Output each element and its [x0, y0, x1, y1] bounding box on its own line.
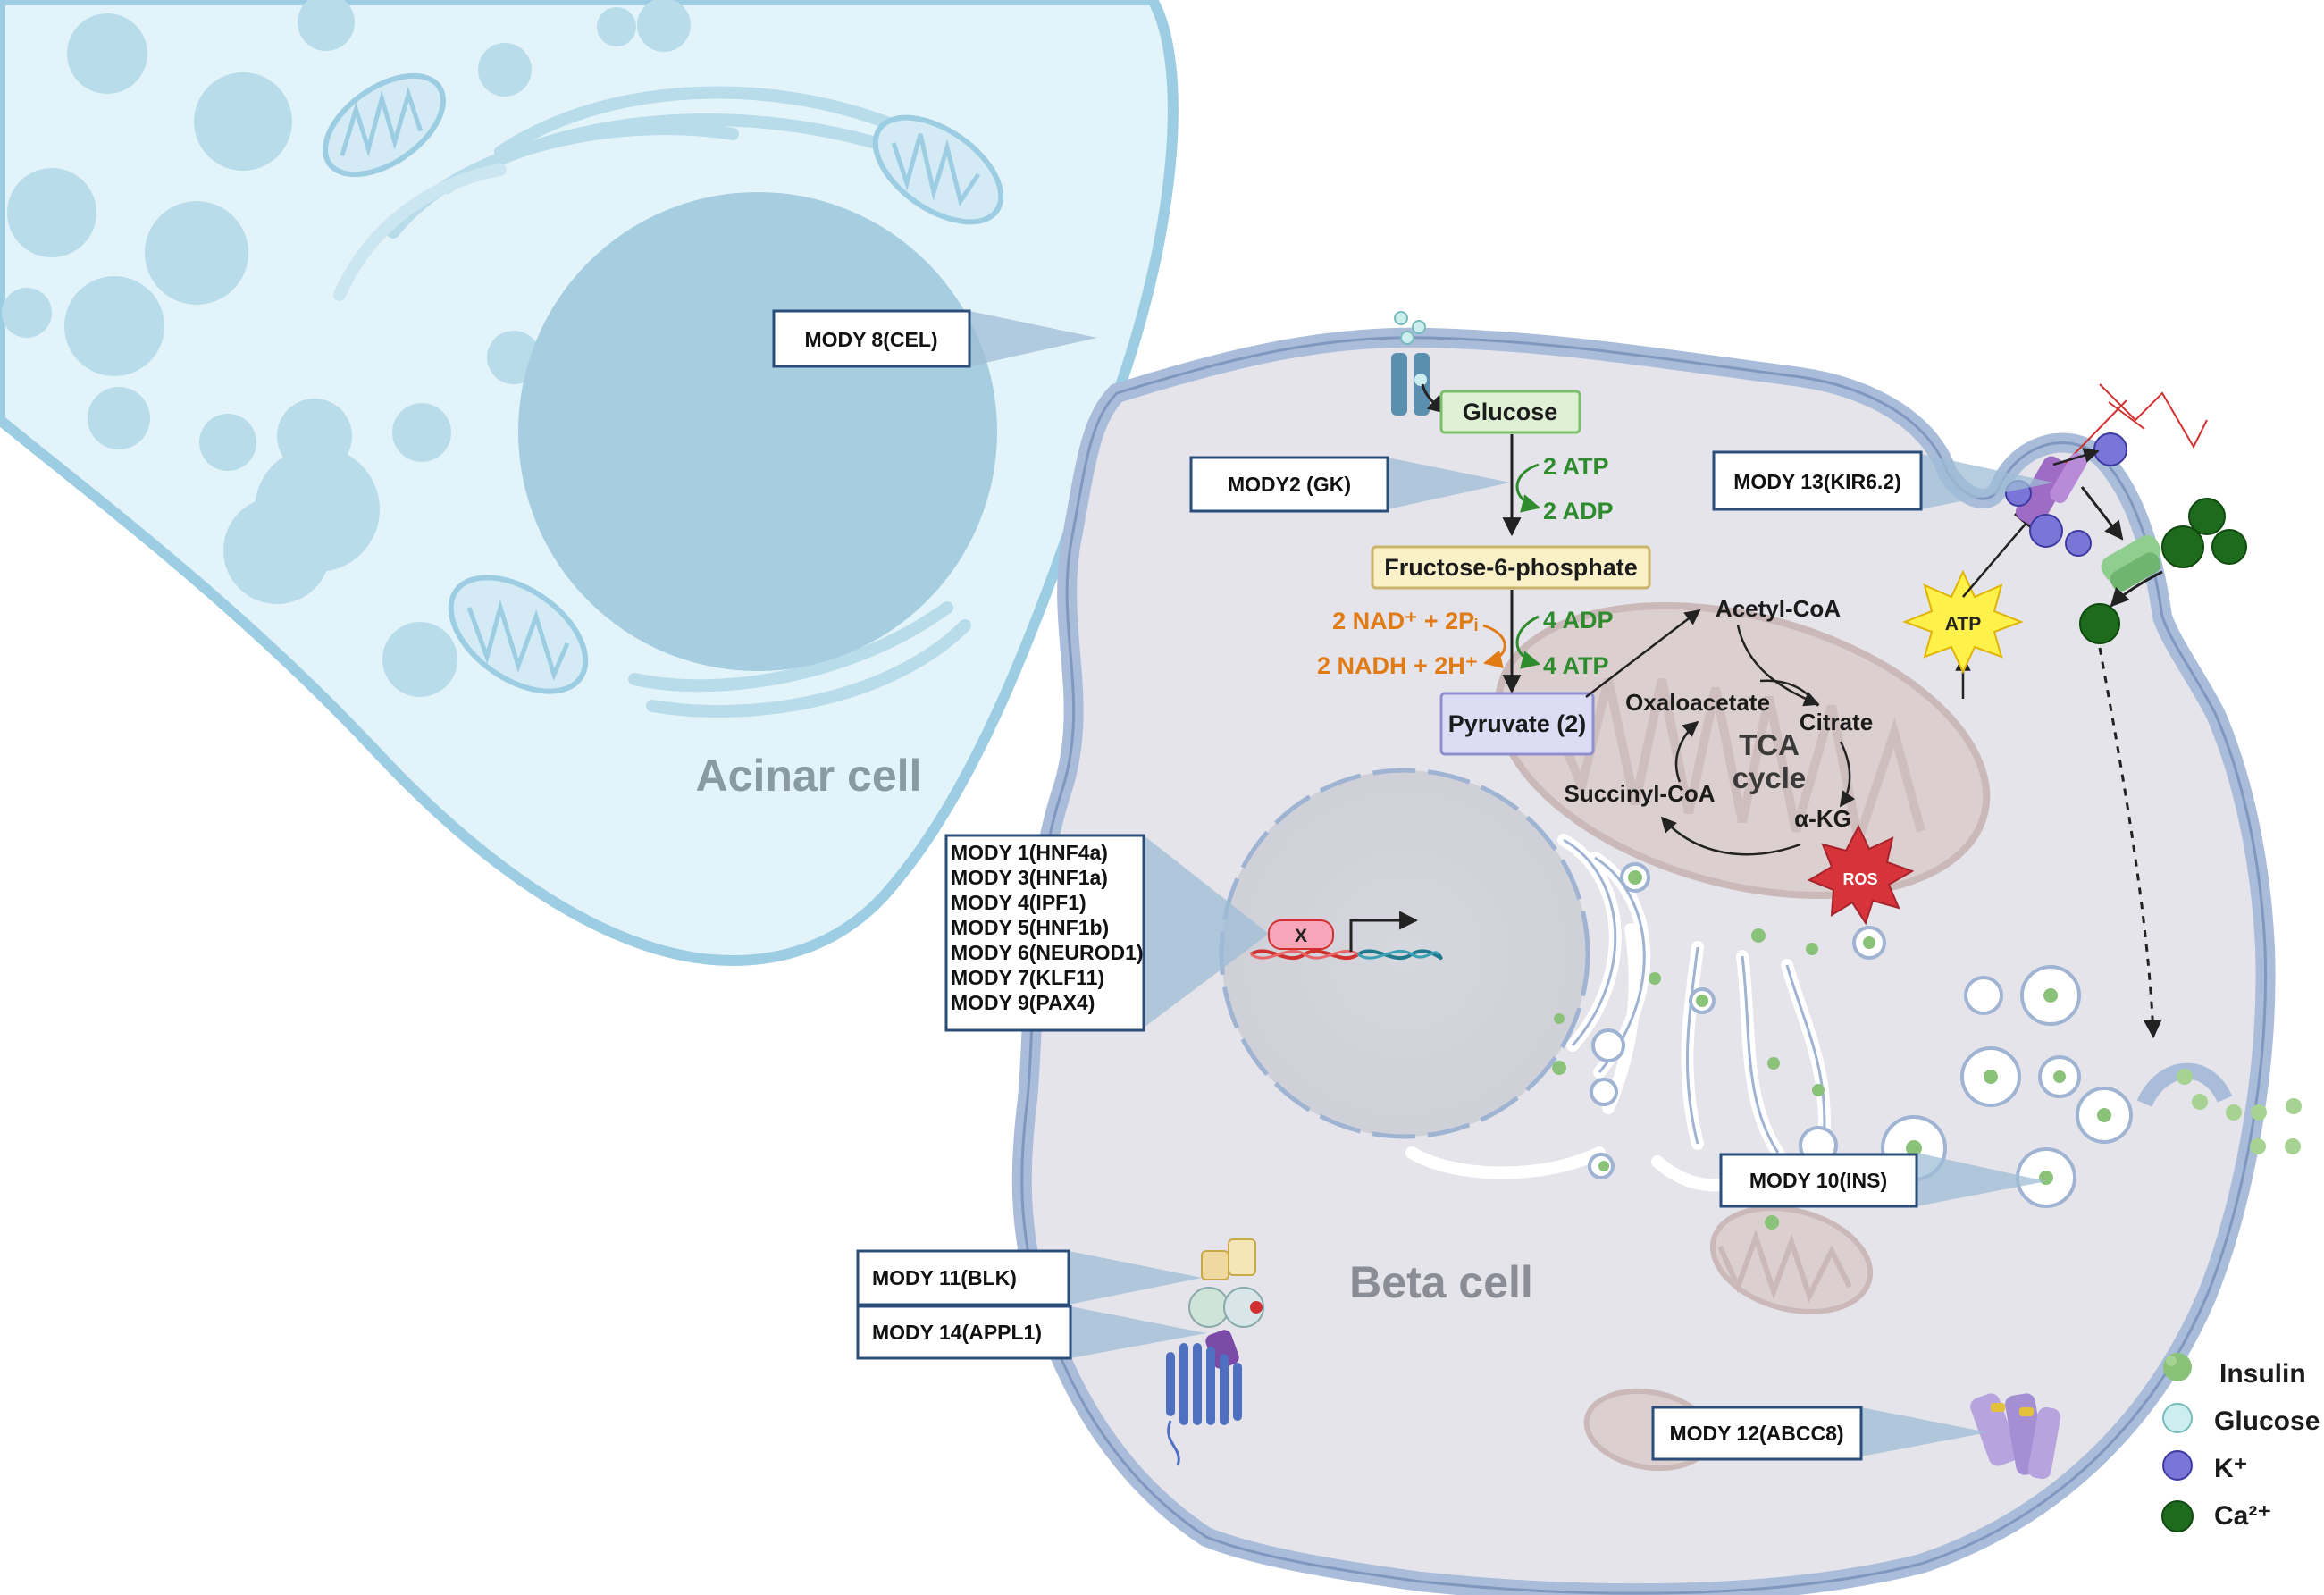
legend-item-glucose: Glucose [2162, 1403, 2320, 1436]
tca-cycle: Acetyl-CoA Oxaloacetate Citrate TCA cycl… [1564, 595, 1873, 856]
blk-appl1-proteins [1166, 1238, 1264, 1466]
legend: Insulin Glucose K⁺ Ca²⁺ [2161, 1353, 2320, 1532]
succinyl-coa-label: Succinyl-CoA [1564, 780, 1715, 807]
tf-x-label: X [1295, 926, 1307, 946]
calcium-icon [2161, 1500, 2194, 1532]
adp-consumed: 4 ADP [1543, 607, 1614, 634]
mody11-label: MODY 11(BLK) [872, 1266, 1017, 1289]
legend-item-potassium: K⁺ [2162, 1450, 2248, 1483]
legend-item-calcium: Ca²⁺ [2161, 1500, 2271, 1532]
atp-star-label: ATP [1945, 614, 1981, 634]
mody8-callout: MODY 8(CEL) [772, 309, 1097, 368]
oxaloacetate-label: Oxaloacetate [1625, 689, 1770, 716]
mody12-label: MODY 12(ABCC8) [1669, 1422, 1843, 1445]
dna-transcription: X [1249, 911, 1443, 961]
legend-label: Ca²⁺ [2214, 1501, 2271, 1531]
adp-produced: 2 ADP [1543, 498, 1614, 525]
nadh-text: 2 NADH + 2H⁺ [1317, 652, 1478, 679]
legend-label: K⁺ [2214, 1454, 2248, 1483]
acinar-er [333, 86, 971, 718]
atp-consumed: 2 ATP [1543, 453, 1609, 480]
f6p-text: Fructose-6-phosphate [1384, 554, 1638, 581]
acinar-nucleus [518, 192, 997, 671]
tca-title-line1: TCA [1739, 728, 1800, 761]
mody11-callout: MODY 11(BLK) [856, 1249, 1202, 1306]
mody2-callout: MODY2 (GK) [1189, 456, 1510, 513]
mody2-label: MODY2 (GK) [1228, 473, 1351, 496]
insulin-granules [1552, 862, 2302, 1230]
acinar-mitochondria [323, 72, 1004, 694]
tca-title-line2: cycle [1733, 761, 1807, 794]
atp-burst: ATP [1902, 512, 2038, 699]
legend-label: Glucose [2214, 1406, 2320, 1436]
sur1-protein [1970, 1393, 2061, 1480]
mody-tf-item: MODY 3(HNF1a) [951, 866, 1108, 889]
acinar-vesicles [2, 0, 691, 697]
atp-produced: 4 ATP [1543, 652, 1609, 679]
beta-cell-label: Beta cell [1349, 1257, 1533, 1307]
mody10-callout: MODY 10(INS) [1719, 1153, 2046, 1208]
f6p-box [1371, 545, 1651, 590]
mody13-label: MODY 13(KIR6.2) [1733, 470, 1900, 493]
mody13-callout: MODY 13(KIR6.2) [1712, 450, 2053, 511]
mody14-label: MODY 14(APPL1) [872, 1321, 1042, 1344]
mody14-callout: MODY 14(APPL1) [856, 1305, 1206, 1360]
mody-tf-item: MODY 7(KLF11) [951, 966, 1104, 989]
mody-tf-item: MODY 5(HNF1b) [951, 916, 1109, 939]
katp-channel [2005, 383, 2208, 557]
mody8-label: MODY 8(CEL) [804, 328, 937, 351]
acetyl-coa-label: Acetyl-CoA [1716, 595, 1841, 622]
mody-tf-item: MODY 1(HNF4a) [951, 841, 1108, 864]
potassium-icon [2162, 1450, 2193, 1481]
pyruvate-box [1439, 692, 1595, 756]
mody-tf-callout: MODY 1(HNF4a) MODY 3(HNF1a) MODY 4(IPF1)… [944, 834, 1269, 1032]
acinar-cell-label: Acinar cell [696, 751, 922, 801]
ros-label: ROS [1842, 870, 1877, 888]
glycolysis-pathway: Glucose 2 ATP 2 ADP Fructose-6-phosphate… [1317, 390, 1701, 756]
akg-label: α-KG [1794, 805, 1851, 832]
glucose-box [1439, 390, 1581, 434]
legend-item-insulin: Insulin [2163, 1353, 2306, 1389]
legend-label: Insulin [2219, 1359, 2306, 1389]
pyruvate-text: Pyruvate (2) [1448, 710, 1587, 737]
calcium-channel [2079, 498, 2247, 1039]
nad-text: 2 NAD⁺ + 2Pᵢ [1332, 608, 1478, 634]
mody-tf-item: MODY 6(NEUROD1) [951, 941, 1144, 964]
mody-tf-item: MODY 4(IPF1) [951, 891, 1086, 914]
mody10-label: MODY 10(INS) [1749, 1169, 1887, 1192]
citrate-label: Citrate [1800, 709, 1873, 735]
mody-tf-item: MODY 9(PAX4) [951, 991, 1095, 1014]
glucose-transporter [1391, 311, 1447, 416]
beta-mitochondrion [1494, 601, 1991, 900]
glucose-icon [2162, 1403, 2193, 1433]
glucose-text: Glucose [1463, 399, 1558, 425]
ros-burst: ROS [1807, 824, 1915, 926]
acinar-cell: Acinar cell [0, 0, 1179, 967]
mody12-callout: MODY 12(ABCC8) [1651, 1406, 1988, 1461]
